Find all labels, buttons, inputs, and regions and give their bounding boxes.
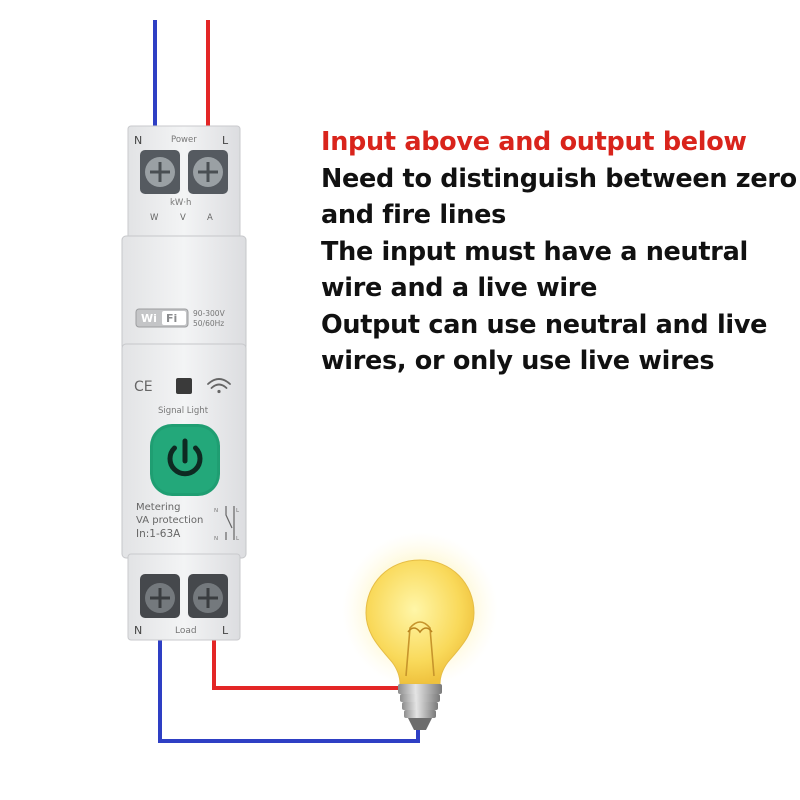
schematic-top-l: L — [236, 508, 240, 514]
frequency-rating: 50/60Hz — [193, 319, 224, 328]
description-line: Output can use neutral and live — [321, 309, 768, 340]
light-bulb-icon — [342, 532, 498, 730]
meter-letter-v: V — [180, 213, 186, 223]
description-headline: Input above and output below — [321, 127, 747, 157]
schematic-bottom-n: N — [214, 536, 218, 542]
description-line: and fire lines — [321, 200, 506, 230]
power-label: Power — [171, 135, 197, 145]
description-line: wire and a live wire — [321, 273, 598, 303]
description-text: Input above and output below Need to dis… — [321, 124, 797, 380]
signal-light-window — [176, 378, 192, 394]
meter-letter-w: W — [150, 213, 159, 223]
power-button[interactable] — [150, 424, 220, 496]
top-live-label: L — [222, 134, 229, 147]
screw-terminal-icon — [188, 574, 228, 618]
screw-terminal-icon — [140, 150, 180, 194]
feature-va-protection: VA protection — [136, 515, 203, 526]
meter-unit-label: kW·h — [170, 198, 191, 208]
load-label: Load — [175, 626, 197, 636]
wifi-badge: Wi Fi — [135, 308, 189, 328]
bottom-live-label: L — [222, 624, 229, 637]
neutral-output-wire — [158, 640, 420, 743]
voltage-rating: 90-300V — [193, 309, 226, 318]
signal-light-label: Signal Light — [158, 406, 209, 416]
wifi-icon — [207, 378, 231, 394]
feature-metering: Metering — [136, 502, 180, 513]
switch-schematic — [225, 506, 235, 540]
meter-letter-a: A — [207, 213, 213, 223]
bottom-neutral-label: N — [134, 624, 142, 637]
ce-mark: CE — [134, 379, 153, 395]
live-output-wire — [212, 640, 402, 690]
description-line: wires, or only use live wires — [321, 346, 715, 376]
screw-terminal-icon — [140, 574, 180, 618]
screw-terminal-icon — [188, 150, 228, 194]
description-line: Need to distinguish between zero — [321, 163, 797, 194]
wifi-badge-wi: Wi — [141, 312, 157, 325]
feature-current-rating: In:1-63A — [136, 528, 181, 540]
schematic-bottom-l: L — [236, 536, 240, 542]
top-neutral-label: N — [134, 134, 142, 147]
wifi-badge-fi: Fi — [166, 312, 177, 325]
power-icon — [167, 438, 203, 477]
schematic-top-n: N — [214, 508, 218, 514]
description-line: The input must have a neutral — [321, 236, 748, 267]
smart-breaker: N Power L kW·h W V A Wi Fi 90-300V 50/60… — [121, 125, 247, 641]
